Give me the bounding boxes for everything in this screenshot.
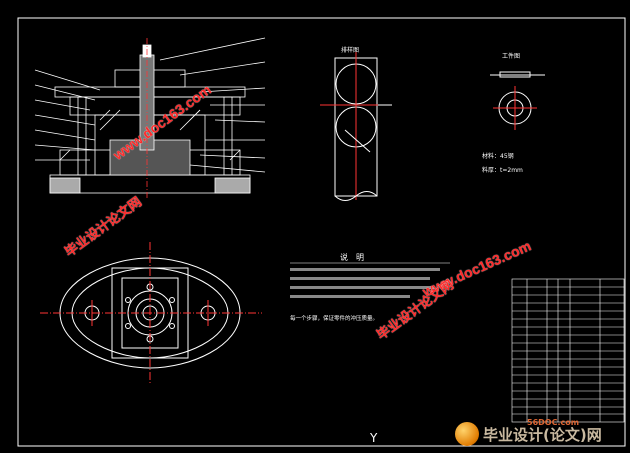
title-block <box>511 278 625 423</box>
strip-layout-label: 排样图 <box>341 46 359 54</box>
die-top-view <box>40 242 262 385</box>
die-section-view <box>34 37 266 200</box>
notes-block <box>290 262 450 298</box>
notes-title: 说 明 <box>340 252 364 262</box>
part-drawing-label: 工件图 <box>502 52 520 60</box>
axis-mark: Y <box>369 431 378 445</box>
part-drawing <box>490 71 545 130</box>
logo-ball-icon <box>455 422 479 446</box>
notes-last-line: 每一个步骤，保证零件的冲压质量。 <box>290 314 378 322</box>
site-logo: 毕业设计(论文)网 <box>455 420 627 448</box>
site-url: 56DOC.com <box>527 418 580 427</box>
logo-text: 毕业设计(论文)网 <box>483 425 602 444</box>
material-note: 材料：45钢 <box>482 152 514 160</box>
drawing-frame <box>17 17 626 447</box>
thickness-note: 料厚：t=2mm <box>482 166 523 174</box>
strip-layout <box>320 52 392 201</box>
